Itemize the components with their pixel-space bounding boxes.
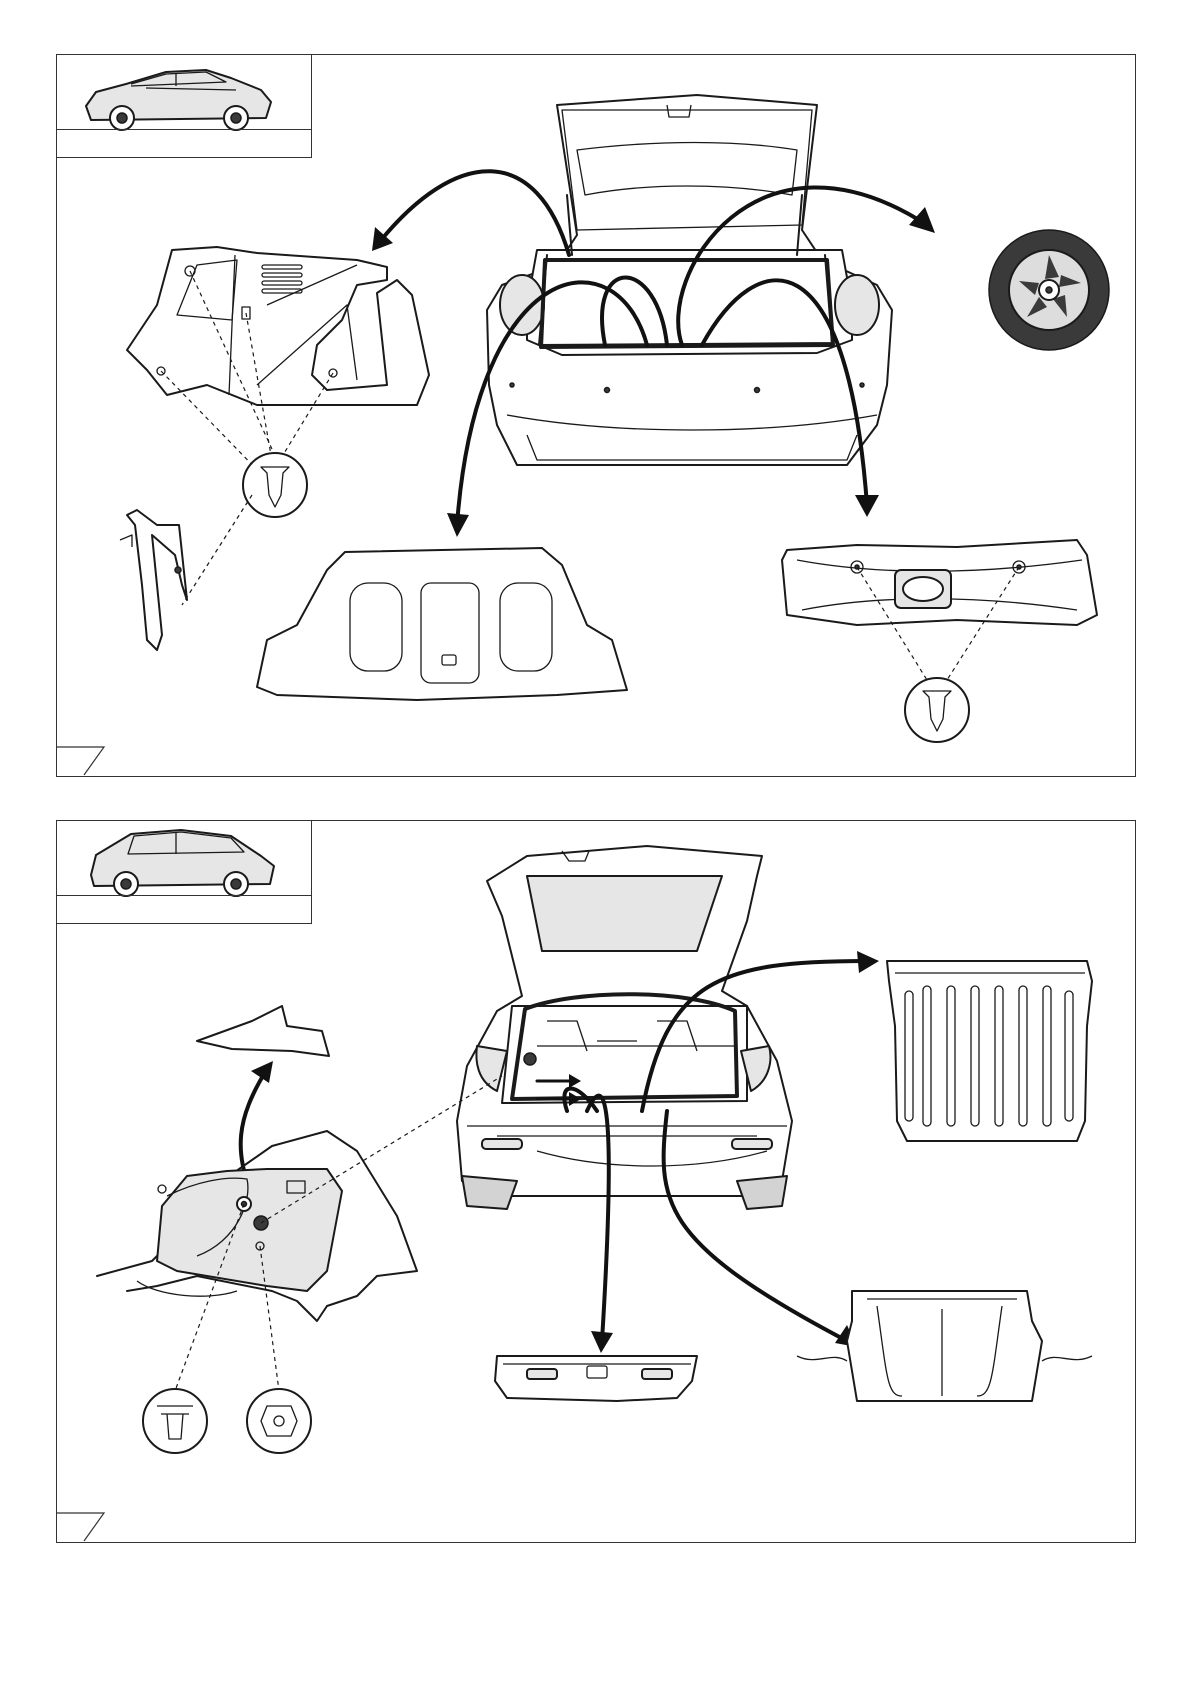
parcel-shelf bbox=[797, 1291, 1092, 1401]
quarter-trim-panel bbox=[97, 1131, 417, 1321]
floor-cover bbox=[887, 961, 1092, 1141]
retainer-clip-circle bbox=[247, 1389, 311, 1453]
rear-sill-trim-panel bbox=[495, 1356, 697, 1401]
sedan-removal-panel bbox=[56, 54, 1136, 777]
rear-sill-trim-panel bbox=[782, 540, 1097, 625]
hatchback-removal-panel bbox=[56, 820, 1136, 1543]
corner-tab bbox=[56, 1503, 116, 1543]
rear-window-trim bbox=[197, 1006, 329, 1196]
hatchback-rear-view bbox=[457, 846, 792, 1209]
sill-clip-circle bbox=[905, 678, 969, 742]
spare-wheel bbox=[989, 230, 1109, 350]
push-pin-clip-circle bbox=[143, 1389, 207, 1453]
sedan-diagram bbox=[57, 55, 1137, 778]
hook-bracket bbox=[120, 510, 187, 650]
sedan-rear-view bbox=[487, 95, 892, 465]
trunk-floor-panel bbox=[257, 548, 627, 700]
hatchback-diagram bbox=[57, 821, 1137, 1544]
quarter-trim-panel bbox=[127, 247, 429, 405]
corner-tab bbox=[56, 737, 116, 777]
